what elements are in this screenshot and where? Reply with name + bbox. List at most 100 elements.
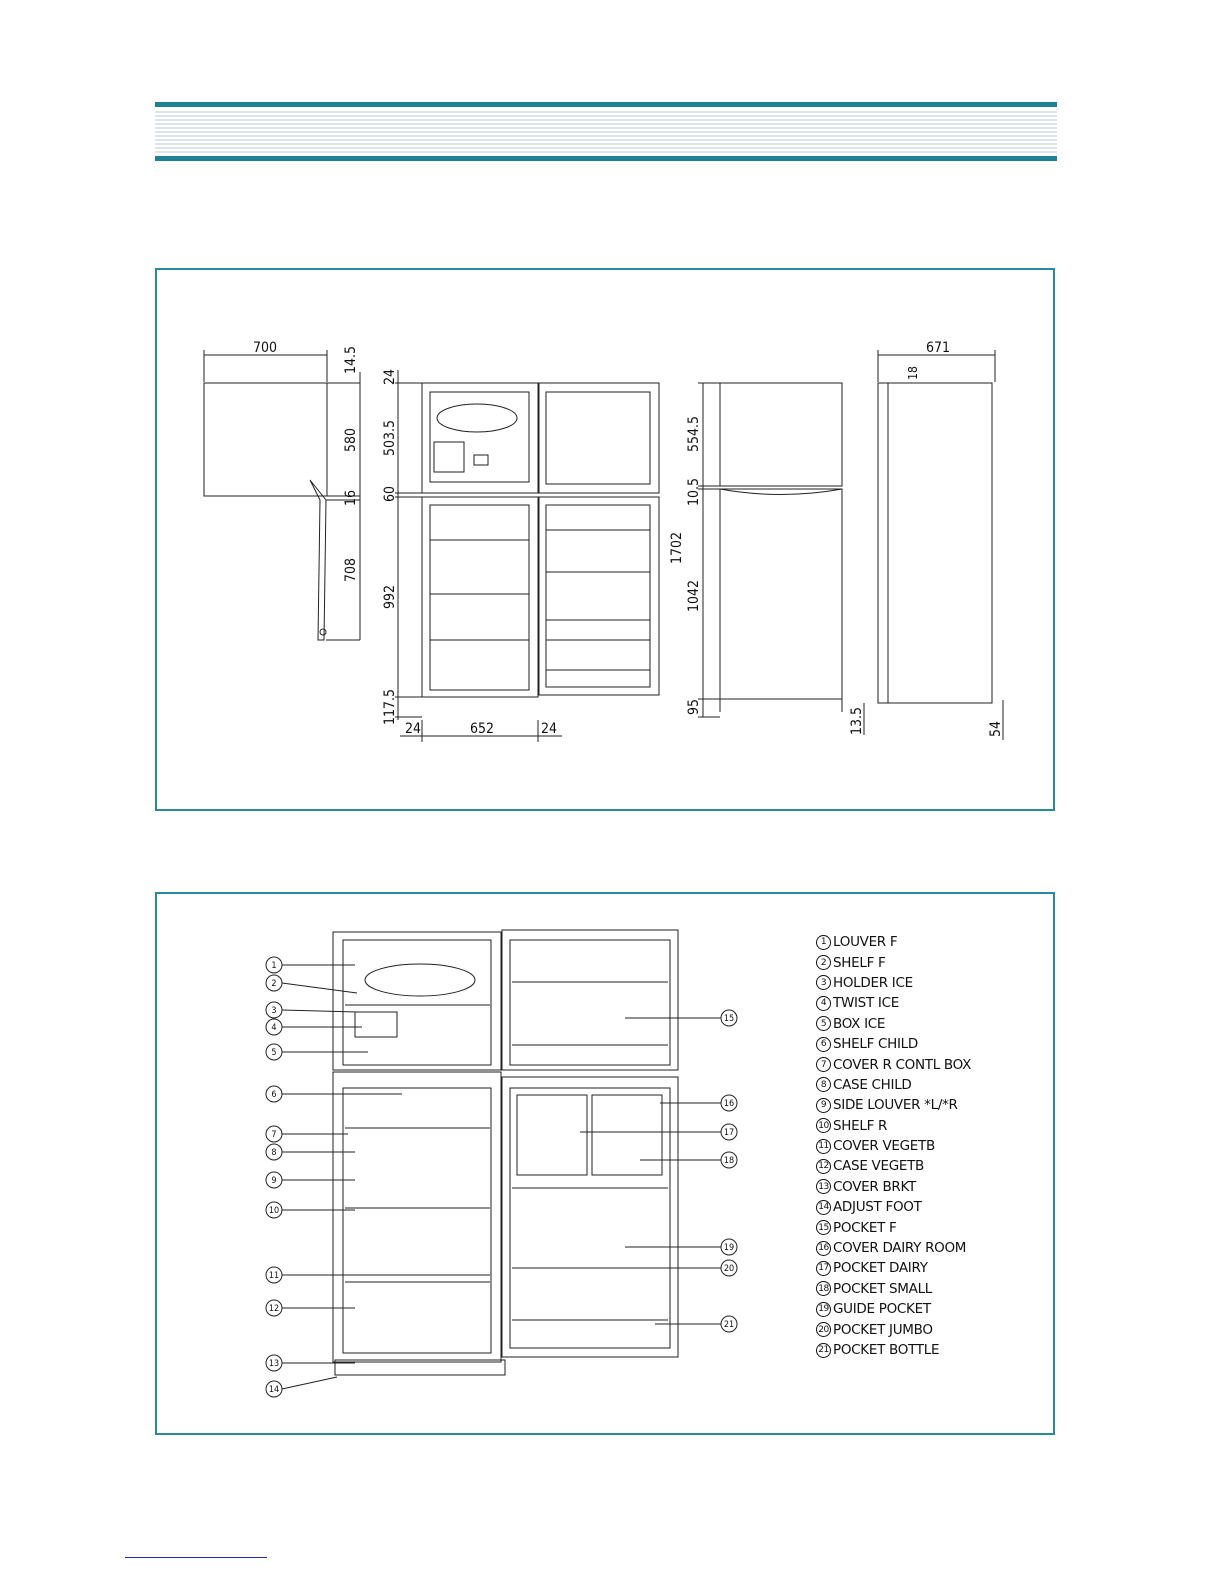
dim-closed-95: 95 (686, 699, 702, 715)
legend-label: LOUVER F (833, 934, 898, 951)
dim-side-708: 708 (343, 558, 359, 582)
legend-number: 5 (816, 1016, 831, 1032)
dim-front-24-right: 24 (541, 721, 557, 737)
dim-side-14-5: 14.5 (343, 346, 359, 374)
dim-closed-554-5: 554.5 (686, 416, 702, 452)
dim-closed-1042: 1042 (686, 580, 702, 612)
dim-right-54: 54 (988, 721, 1004, 737)
svg-text:10: 10 (269, 1206, 279, 1216)
legend-label: CASE VEGETB (833, 1158, 925, 1175)
footer-rule (125, 1557, 267, 1558)
svg-text:2: 2 (271, 979, 276, 989)
dim-closed-1702: 1702 (669, 532, 685, 564)
dimension-labels: 700 14.5 580 16 708 24 503.5 60 992 117.… (253, 340, 1004, 737)
svg-text:15: 15 (724, 1014, 734, 1024)
svg-text:11: 11 (269, 1271, 279, 1281)
legend-label: POCKET BOTTLE (833, 1342, 940, 1358)
legend-number: 11 (816, 1138, 831, 1154)
legend-label: SHELF CHILD (833, 1036, 919, 1053)
svg-text:12: 12 (269, 1304, 279, 1314)
legend-label: POCKET SMALL (833, 1280, 933, 1297)
svg-text:14: 14 (269, 1385, 279, 1395)
dim-front-60: 60 (382, 486, 398, 502)
legend-label: SIDE LOUVER *L/*R (833, 1097, 958, 1114)
svg-text:1: 1 (271, 961, 276, 971)
legend-label: COVER BRKT (833, 1178, 916, 1195)
legend-label: TWIST ICE (833, 995, 899, 1012)
legend-number: 8 (816, 1077, 831, 1093)
side-door-outline (203, 382, 328, 497)
legend-number: 7 (816, 1057, 831, 1073)
svg-text:8: 8 (271, 1148, 276, 1158)
legend-label: POCKET JUMBO (833, 1321, 933, 1338)
dimensions-drawing: 700 14.5 580 16 708 24 503.5 60 992 117.… (203, 340, 1004, 742)
svg-text:6: 6 (271, 1090, 276, 1100)
svg-text:3: 3 (271, 1006, 276, 1016)
dim-side-16: 16 (343, 490, 359, 506)
dimensions-panel: 700 14.5 580 16 708 24 503.5 60 992 117.… (155, 268, 1055, 811)
legend-number: 6 (816, 1036, 831, 1052)
legend-number: 15 (816, 1220, 831, 1236)
legend-number: 1 (816, 934, 831, 950)
legend-number: 3 (816, 975, 831, 991)
svg-text:17: 17 (724, 1128, 734, 1138)
dim-front-117-5: 117.5 (382, 689, 398, 725)
legend-number: 16 (816, 1240, 831, 1256)
svg-text:20: 20 (724, 1264, 734, 1274)
header-band (155, 102, 1057, 161)
legend-label: SHELF R (833, 1117, 888, 1134)
parts-drawing: 1 2 3 4 5 6 7 8 9 10 11 12 13 14 15 16 1… (265, 929, 738, 1398)
svg-text:16: 16 (724, 1099, 734, 1109)
legend-label: HOLDER ICE (833, 974, 913, 991)
legend-label: ADJUST FOOT (833, 1199, 922, 1216)
svg-text:13: 13 (269, 1359, 279, 1369)
dim-front-24-left: 24 (405, 721, 421, 737)
dim-front-24-top: 24 (382, 369, 398, 385)
dim-closed-10-5: 10.5 (686, 478, 702, 506)
legend-number: 4 (816, 995, 831, 1011)
svg-text:5: 5 (271, 1048, 276, 1058)
dim-right-13-5: 13.5 (849, 707, 865, 735)
callout-markers (265, 956, 738, 1398)
legend-number: 19 (816, 1301, 831, 1317)
svg-text:9: 9 (271, 1176, 276, 1186)
dim-right-18: 18 (906, 366, 920, 380)
legend-label: GUIDE POCKET (833, 1301, 931, 1318)
dim-right-width: 671 (926, 340, 950, 356)
legend-number: 9 (816, 1097, 831, 1113)
svg-text:4: 4 (271, 1023, 276, 1033)
svg-text:21: 21 (724, 1320, 734, 1330)
legend-label: POCKET F (833, 1219, 897, 1236)
svg-text:18: 18 (724, 1156, 734, 1166)
legend-number: 14 (816, 1199, 831, 1215)
svg-text:19: 19 (724, 1243, 734, 1253)
dim-front-503-5: 503.5 (382, 420, 398, 456)
dim-side-580: 580 (343, 428, 359, 452)
legend-label: BOX ICE (833, 1015, 886, 1032)
legend-label: COVER DAIRY ROOM (833, 1240, 967, 1257)
legend-label: COVER R CONTL BOX (833, 1056, 972, 1073)
legend-number: 13 (816, 1179, 831, 1195)
legend-label: CASE CHILD (833, 1076, 912, 1093)
dim-front-992: 992 (382, 585, 398, 609)
